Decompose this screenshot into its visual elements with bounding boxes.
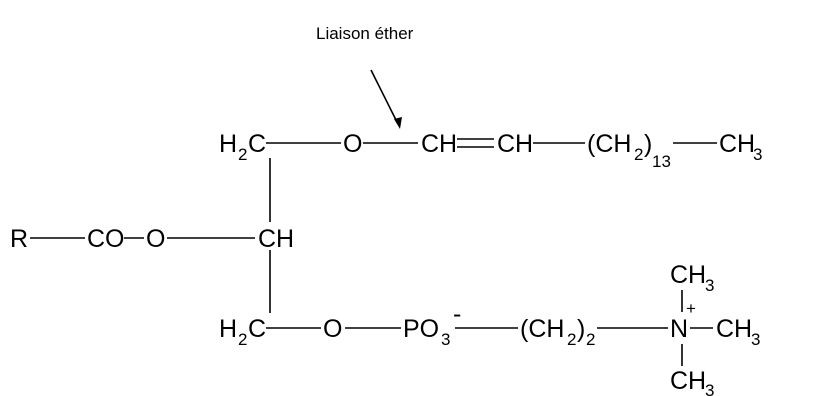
svg-text:-: - xyxy=(453,300,461,328)
svg-text:H: H xyxy=(219,130,237,158)
svg-text:2: 2 xyxy=(238,145,247,164)
svg-text:C: C xyxy=(248,315,266,343)
svg-text:CH: CH xyxy=(670,367,706,395)
double-bond xyxy=(457,138,494,148)
svg-text:3: 3 xyxy=(705,381,714,396)
svg-text:3: 3 xyxy=(751,330,760,349)
svg-text:3: 3 xyxy=(705,276,714,295)
glycerol-ch: CH xyxy=(258,225,294,253)
svg-text:2: 2 xyxy=(238,330,247,349)
carbonyl: CO xyxy=(87,225,125,253)
ether-bond-annotation: Liaison éther xyxy=(316,24,414,43)
ether-oxygen: O xyxy=(343,130,362,158)
svg-text:+: + xyxy=(686,299,696,318)
phosphate-group: PO 3 - xyxy=(403,300,461,349)
svg-text:2: 2 xyxy=(586,330,595,349)
vinyl-ch-1: CH xyxy=(421,130,457,158)
methyl-top: CH 3 xyxy=(670,261,714,295)
vinyl-ch-2: CH xyxy=(497,130,533,158)
quaternary-nitrogen: N + xyxy=(670,299,696,343)
top-glycerol-carbon: H 2 C xyxy=(219,130,266,164)
r-group: R xyxy=(10,225,28,253)
svg-text:): ) xyxy=(644,130,652,158)
methyl-right: CH 3 xyxy=(716,315,760,349)
svg-text:3: 3 xyxy=(441,330,450,349)
svg-text:(CH: (CH xyxy=(520,315,564,343)
annotation-arrow xyxy=(370,69,402,129)
phosphate-oxygen: O xyxy=(323,315,342,343)
svg-text:(CH: (CH xyxy=(587,130,631,158)
svg-text:PO: PO xyxy=(403,315,439,343)
methylene-chain-13: (CH 2 ) 13 xyxy=(587,130,671,171)
methyl-bottom: CH 3 xyxy=(670,367,714,396)
terminal-methyl: CH 3 xyxy=(719,130,762,164)
svg-text:C: C xyxy=(248,130,266,158)
svg-text:2: 2 xyxy=(567,330,576,349)
bottom-glycerol-carbon: H 2 C xyxy=(219,315,266,349)
ester-oxygen: O xyxy=(146,225,165,253)
svg-text:H: H xyxy=(219,315,237,343)
svg-text:): ) xyxy=(577,315,585,343)
svg-text:CH: CH xyxy=(716,315,752,343)
svg-text:CH: CH xyxy=(670,261,706,289)
ethylene-chain: (CH 2 ) 2 xyxy=(520,315,595,349)
svg-text:2: 2 xyxy=(634,145,643,164)
svg-text:CH: CH xyxy=(719,130,755,158)
svg-text:3: 3 xyxy=(753,145,762,164)
svg-text:N: N xyxy=(670,315,688,343)
svg-text:13: 13 xyxy=(652,152,671,171)
